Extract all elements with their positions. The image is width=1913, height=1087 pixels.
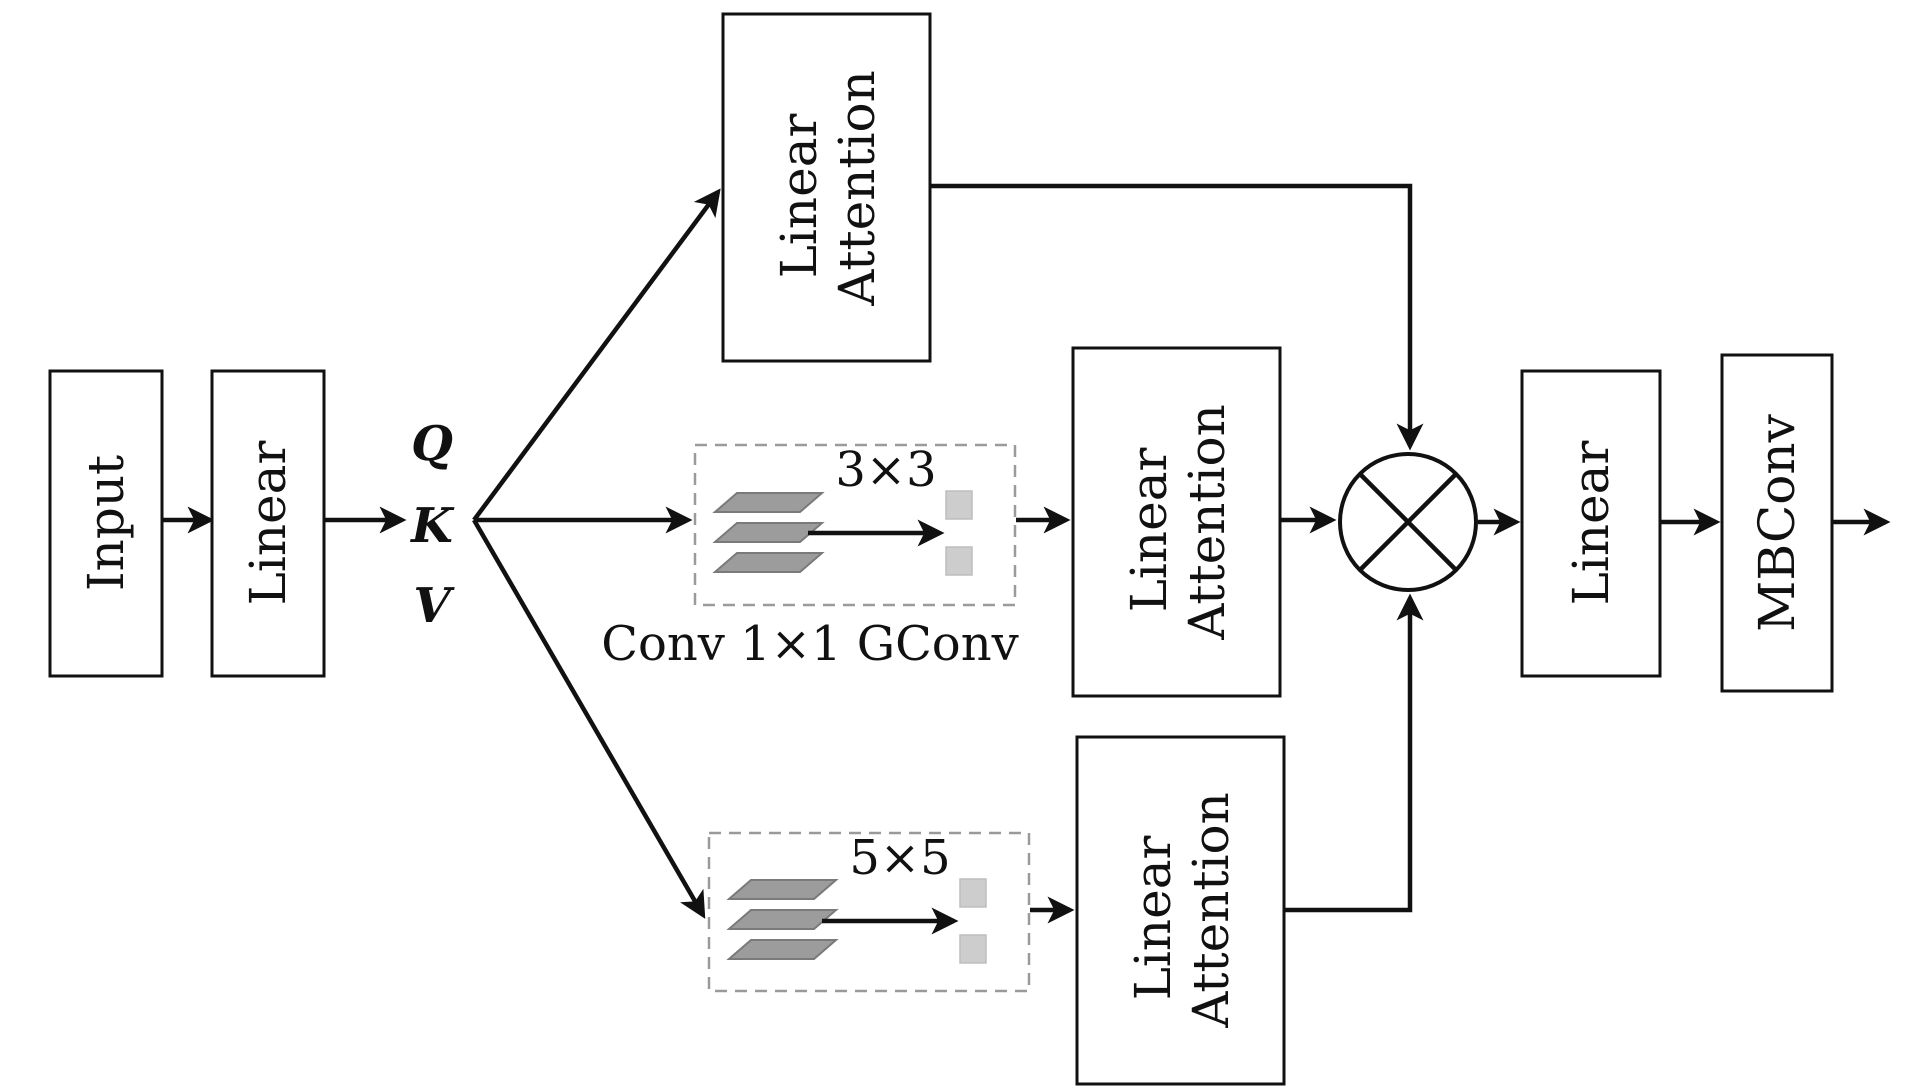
attention-top-node: Linear Attention xyxy=(721,12,932,363)
conv-3x3-output-square-bottom xyxy=(945,546,973,576)
input-label: Input xyxy=(77,455,135,591)
conv-3x3-kernel-label: 3×3 xyxy=(835,442,936,498)
mbconv-node: MBConv xyxy=(1720,353,1834,693)
linear-out-node: Linear xyxy=(1520,369,1662,678)
attention-mid-line1: Linear xyxy=(1120,448,1178,613)
feature-layers-icon xyxy=(712,492,825,573)
conv-5x5-block: 5×5 xyxy=(707,830,1031,993)
attention-mid-label: Linear Attention xyxy=(1120,404,1236,641)
q-label: Q xyxy=(411,416,453,472)
conv-5x5-output-square-bottom xyxy=(959,934,987,964)
conv-3x3-block: 3×3 xyxy=(693,442,1017,607)
attention-mid-line2: Attention xyxy=(1178,404,1236,641)
multiply-icon xyxy=(1338,452,1478,592)
arrow-bot-attention-to-multiply xyxy=(1284,593,1424,913)
conv-5x5-kernel-label: 5×5 xyxy=(849,830,950,886)
linear-in-node: Linear xyxy=(210,369,326,678)
arrow-qkv-to-top-attention xyxy=(472,188,721,522)
conv-caption: Conv 1×1 GConv xyxy=(601,616,1018,672)
attention-top-line2: Attention xyxy=(828,70,886,307)
linear-out-label: Linear xyxy=(1562,441,1620,606)
v-label: V xyxy=(413,578,455,634)
attention-bot-line2: Attention xyxy=(1182,792,1240,1029)
conv-5x5-output-square-top xyxy=(959,878,987,908)
qkv-labels: Q K V xyxy=(409,416,455,634)
attention-top-label: Linear Attention xyxy=(770,70,886,307)
k-label: K xyxy=(409,498,455,554)
arrow-qkv-to-bot-conv xyxy=(472,518,706,919)
attention-bot-label: Linear Attention xyxy=(1124,792,1240,1029)
connections xyxy=(162,183,1891,924)
conv-3x3-output-square-top xyxy=(945,490,973,520)
mbconv-label: MBConv xyxy=(1748,413,1806,631)
attention-bot-node: Linear Attention xyxy=(1075,735,1286,1086)
attention-mid-node: Linear Attention xyxy=(1071,346,1282,698)
input-node: Input xyxy=(48,369,164,678)
arrow-top-attention-to-multiply xyxy=(930,183,1424,451)
feature-layers-icon xyxy=(726,879,839,960)
linear-in-label: Linear xyxy=(239,441,297,606)
attention-bot-line1: Linear xyxy=(1124,836,1182,1001)
attention-top-line1: Linear xyxy=(770,114,828,279)
